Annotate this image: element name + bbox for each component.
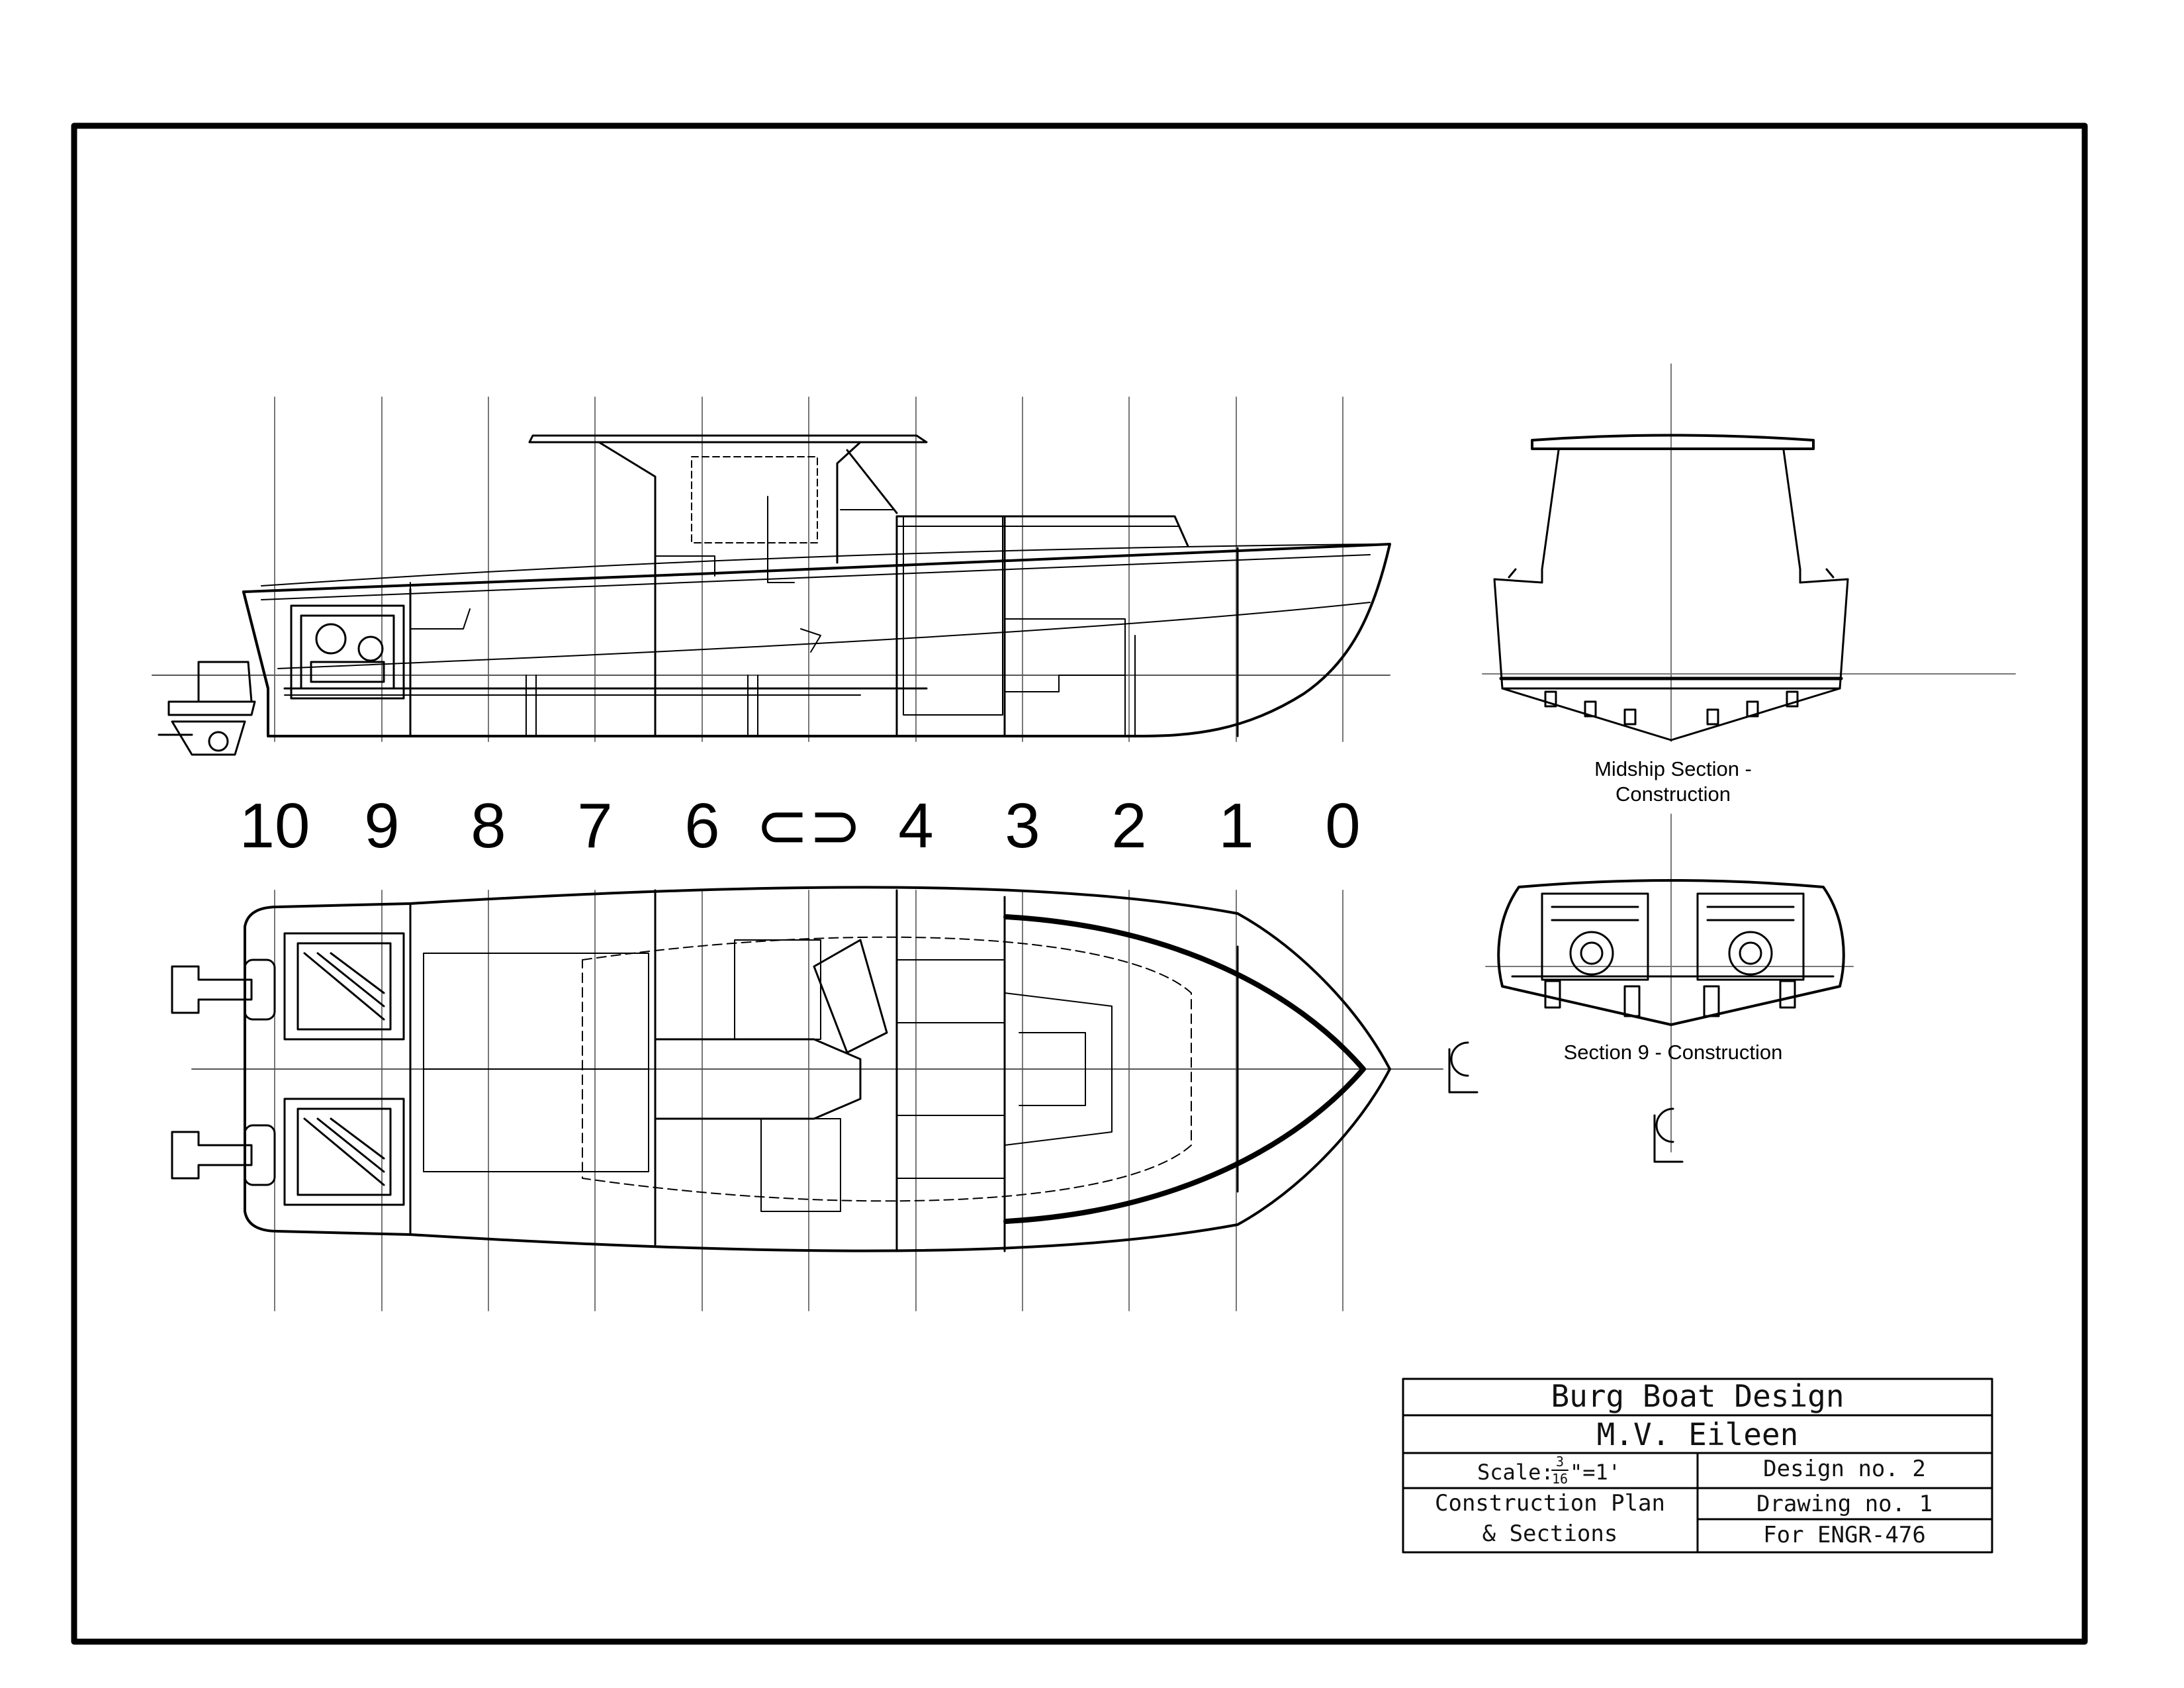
centerline-symbol-plan: [1448, 1041, 1479, 1094]
station-label: 0: [1325, 790, 1360, 861]
station-label: 4: [898, 790, 933, 861]
course-label: For ENGR-476: [1763, 1522, 1926, 1548]
station-label: 7: [577, 790, 612, 861]
plan-title-line1: Construction Plan: [1435, 1490, 1665, 1517]
station-label: 10: [240, 790, 310, 861]
midship-section: [1482, 363, 2016, 742]
station-label: 8: [471, 790, 506, 861]
midship-caption-line2: Construction: [1615, 782, 1731, 806]
vessel-name: M.V. Eileen: [1597, 1417, 1799, 1452]
scale-label: Scale:: [1477, 1460, 1554, 1485]
station-label: 3: [1005, 790, 1040, 861]
scale-suffix: "=1': [1570, 1460, 1621, 1485]
profile-view: [152, 434, 1391, 756]
station-grid-lines: [274, 397, 1343, 1311]
title-block: Burg Boat Design M.V. Eileen Scale: 3 16…: [1402, 1378, 1993, 1554]
centerline-symbol-section: [1653, 1107, 1684, 1163]
design-number: Design no. 2: [1763, 1456, 1926, 1482]
plan-title-line2: & Sections: [1482, 1521, 1618, 1547]
sheet-border: [71, 122, 2088, 1645]
section-9: [1485, 814, 1854, 1152]
scale-denominator: 16: [1552, 1471, 1568, 1487]
company-name: Burg Boat Design: [1551, 1378, 1844, 1414]
section9-caption: Section 9 - Construction: [1564, 1041, 1783, 1064]
drawing-number: Drawing no. 1: [1756, 1491, 1933, 1517]
station-label: 1: [1218, 790, 1253, 861]
plan-view: [171, 886, 1443, 1252]
midship-caption-line1: Midship Section -: [1594, 757, 1752, 780]
station-label: ⊂⊃: [756, 790, 862, 861]
station-label: 6: [684, 790, 719, 861]
station-label: 2: [1111, 790, 1146, 861]
scale-numerator: 3: [1556, 1454, 1564, 1470]
station-label: 9: [364, 790, 399, 861]
